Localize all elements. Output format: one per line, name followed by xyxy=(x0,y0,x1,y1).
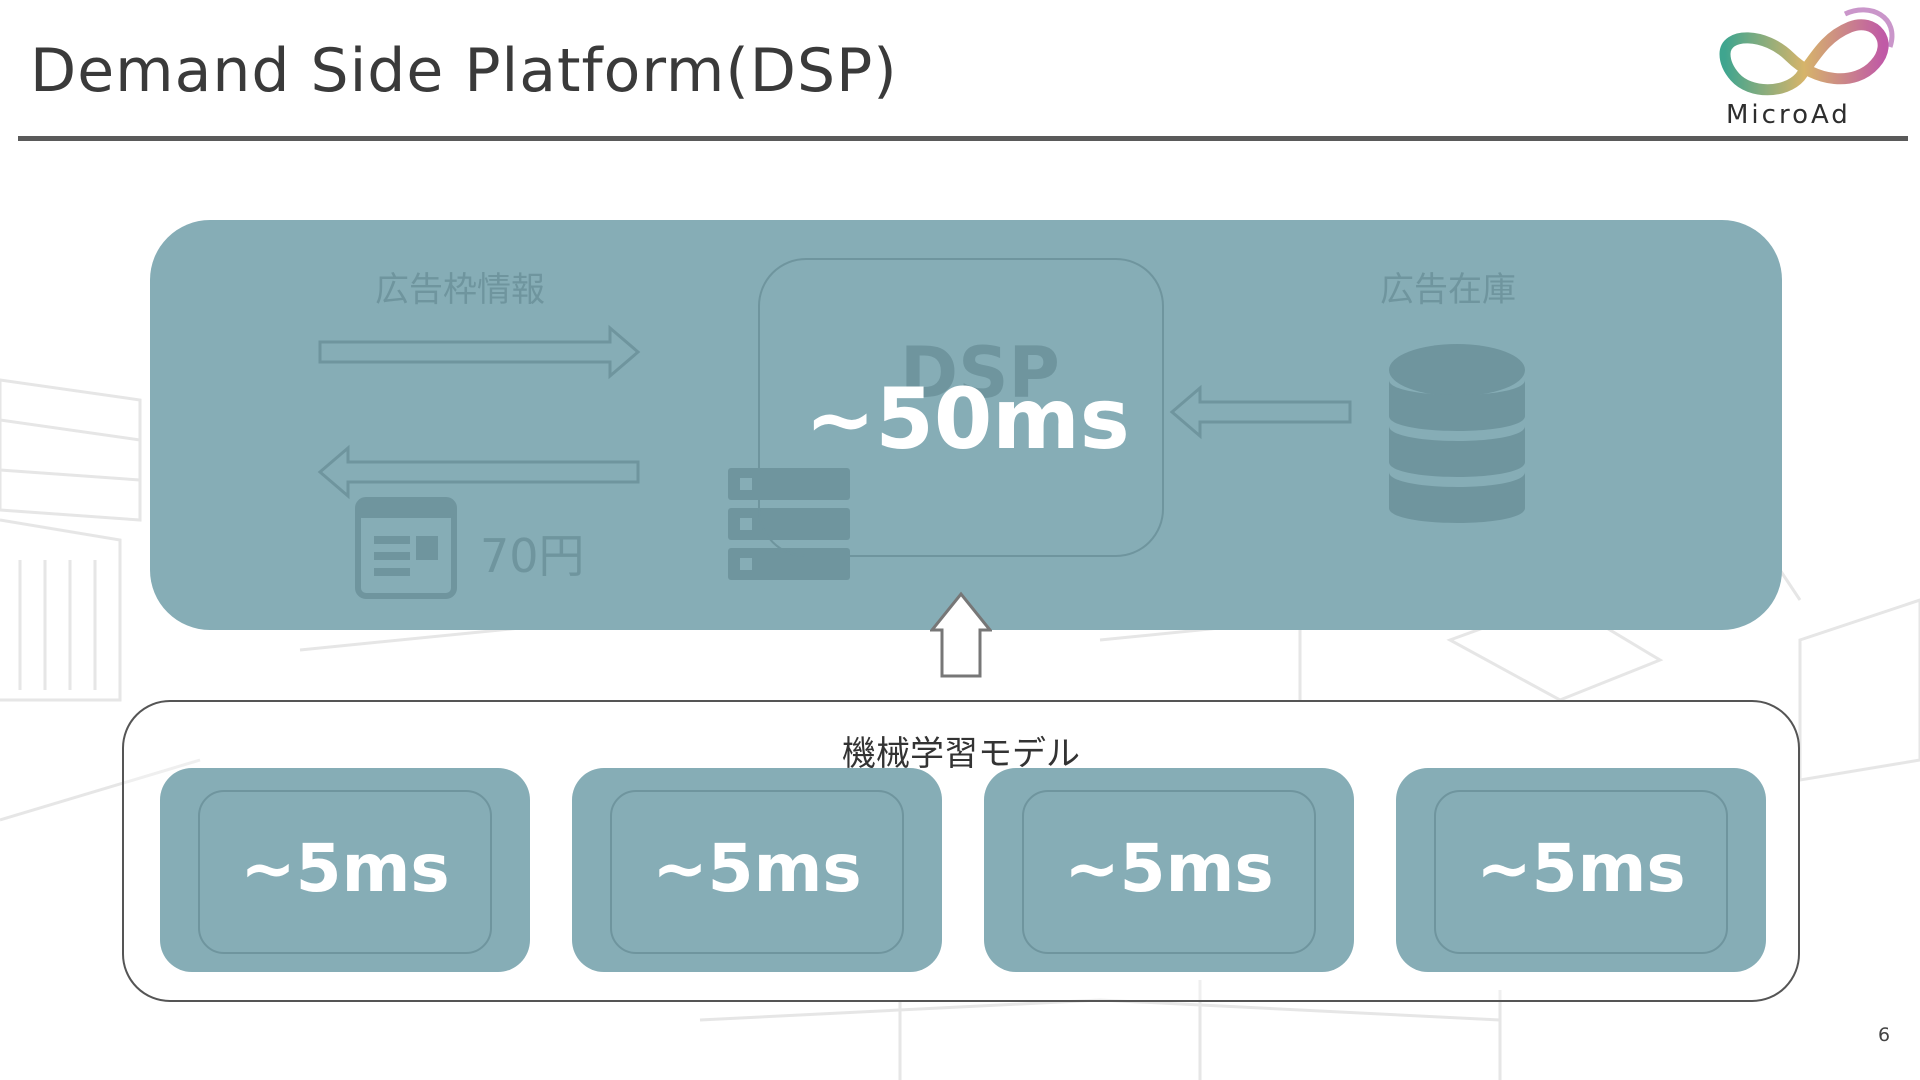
model-card-inner xyxy=(198,790,492,954)
dsp-panel: 広告枠情報 広告在庫 DSP 70円 ~50ms xyxy=(150,220,1782,630)
model-card-inner xyxy=(1434,790,1728,954)
page-title: Demand Side Platform(DSP) xyxy=(30,36,898,106)
logo-text: MicroAd xyxy=(1726,100,1851,130)
title-divider xyxy=(18,136,1908,141)
webpage-icon xyxy=(355,497,457,599)
arrow-up-icon xyxy=(930,591,992,678)
model-latency: ~5ms xyxy=(1476,830,1686,907)
dsp-box xyxy=(758,258,1164,557)
arrow-right-icon xyxy=(318,324,641,380)
model-card: ~5ms xyxy=(572,768,942,972)
model-card-inner xyxy=(1022,790,1316,954)
model-card-inner xyxy=(610,790,904,954)
model-latency: ~5ms xyxy=(1064,830,1274,907)
model-latency: ~5ms xyxy=(240,830,450,907)
dsp-latency: ~50ms xyxy=(805,370,1130,468)
ad-slot-info-label: 広告枠情報 xyxy=(375,270,545,310)
ad-inventory-label: 広告在庫 xyxy=(1380,270,1516,310)
slide-number: 6 xyxy=(1878,1024,1891,1046)
arrow-left-icon xyxy=(1169,384,1352,440)
logo-infinity-icon xyxy=(1719,7,1895,96)
database-icon xyxy=(1389,344,1525,523)
dsp-box-title: DSP xyxy=(900,332,1060,414)
model-latency: ~5ms xyxy=(652,830,862,907)
model-card: ~5ms xyxy=(160,768,530,972)
model-card: ~5ms xyxy=(1396,768,1766,972)
model-card: ~5ms xyxy=(984,768,1354,972)
ml-models-group: 機械学習モデル ~5ms ~5ms ~5ms ~5ms xyxy=(122,700,1800,1002)
dsp-diagram-lines xyxy=(317,324,1525,599)
ml-models-title: 機械学習モデル xyxy=(842,734,1080,774)
bid-price: 70円 xyxy=(480,529,585,583)
arrow-left-icon xyxy=(317,444,640,500)
